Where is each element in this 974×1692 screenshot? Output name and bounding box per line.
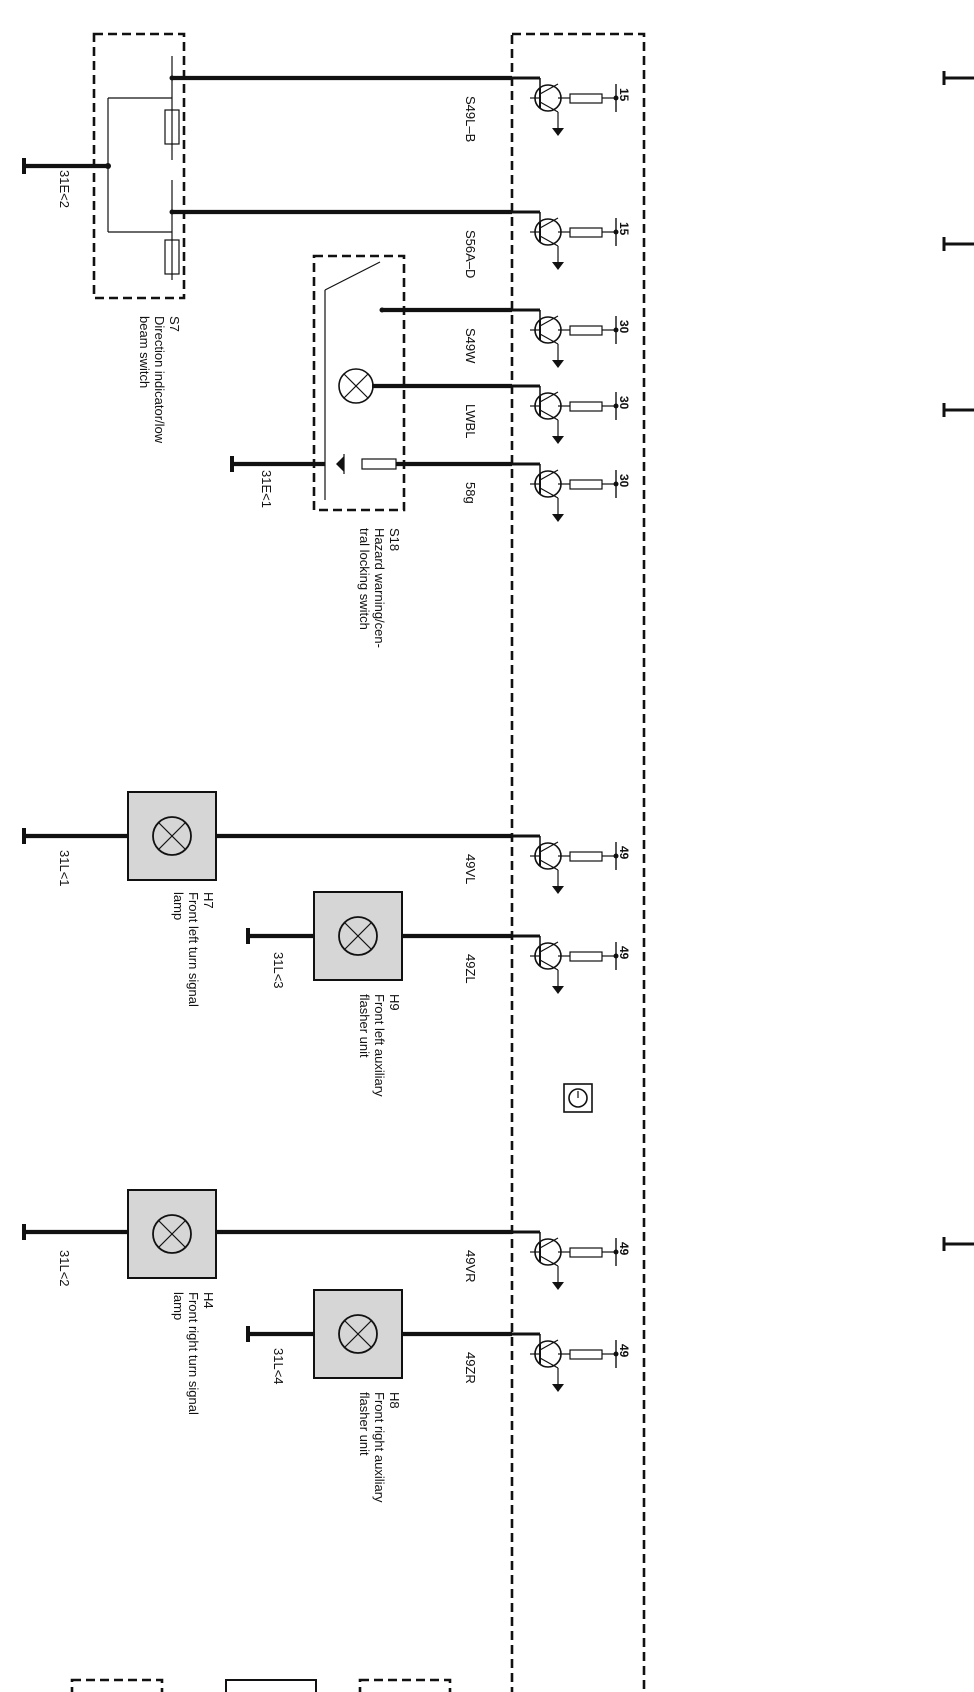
signal-name-5: 58g <box>463 482 478 504</box>
h9-id: H9 <box>387 994 402 1011</box>
h7-id: H7 <box>201 892 216 909</box>
lamp-h8 <box>313 1289 403 1379</box>
connector-h7-label: 31L<1 <box>57 850 72 887</box>
s18-desc-2: tral locking switch <box>357 528 372 630</box>
control-unit-box <box>510 32 646 1692</box>
output-stage-6 <box>512 834 619 894</box>
right-edge-markers <box>942 71 974 1251</box>
s18-id: S18 <box>387 528 402 551</box>
s7-desc-1: Direction indicator/low <box>152 316 167 444</box>
signal-pin-8: 49 <box>617 1242 631 1256</box>
lamp-h7 <box>127 791 217 881</box>
connector-s7-label: 31E<2 <box>57 170 72 208</box>
h4-id: H4 <box>201 1292 216 1309</box>
output-stage-8 <box>512 1230 619 1290</box>
h8-id: H8 <box>387 1392 402 1409</box>
output-stage-7 <box>512 934 619 994</box>
bottom-partial-boxes <box>70 1678 452 1692</box>
h9-desc-2: flasher unit <box>357 994 372 1058</box>
s18-switch-box <box>312 254 406 512</box>
output-stage-4 <box>512 384 619 444</box>
h4-desc-2: lamp <box>171 1292 186 1320</box>
output-stage-1 <box>512 76 619 136</box>
connector-h4-label: 31L<2 <box>57 1250 72 1287</box>
signal-name-8: 49VR <box>463 1250 478 1283</box>
output-stage-9 <box>512 1332 619 1392</box>
signal-pin-6: 49 <box>617 846 631 860</box>
signal-pin-1: 15 <box>617 88 631 102</box>
output-stage-5 <box>512 462 619 522</box>
signal-name-1: S49L–B <box>463 96 478 142</box>
signal-name-4: LWBL <box>463 404 478 438</box>
h9-desc-1: Front left auxiliary <box>372 994 387 1097</box>
h8-desc-2: flasher unit <box>357 1392 372 1456</box>
h7-desc-1: Front left turn signal <box>186 892 201 1007</box>
signal-name-3: S49W <box>463 328 478 364</box>
h8-desc-1: Front right auxiliary <box>372 1392 387 1503</box>
h7-desc-2: lamp <box>171 892 186 920</box>
s18-internals <box>324 261 397 500</box>
signal-name-7: 49ZL <box>463 954 478 984</box>
signal-pin-3: 30 <box>617 320 631 334</box>
signal-pin-2: 15 <box>617 222 631 236</box>
signal-pin-5: 30 <box>617 474 631 488</box>
connector-h9-label: 31L<3 <box>271 952 286 989</box>
s18-desc-1: Hazard warning/cen- <box>372 528 387 648</box>
lamp-h9 <box>313 891 403 981</box>
signal-name-6: 49VL <box>463 854 478 884</box>
signal-pin-7: 49 <box>617 946 631 960</box>
s7-desc-2: beam switch <box>137 316 152 388</box>
ecu-clock-icon <box>563 1083 593 1113</box>
signal-name-9: 49ZR <box>463 1352 478 1384</box>
output-stage-3 <box>512 308 619 368</box>
s7-internals <box>105 56 180 280</box>
signal-name-2: S56A–D <box>463 230 478 278</box>
signal-pin-9: 49 <box>617 1344 631 1358</box>
signal-pin-4: 30 <box>617 396 631 410</box>
lamp-h4 <box>127 1189 217 1279</box>
output-stage-2 <box>512 210 619 270</box>
signal-wires <box>24 75 512 1337</box>
ecu-output-stages <box>512 76 619 1392</box>
connector-s18-label: 31E<1 <box>259 470 274 508</box>
s7-id: S7 <box>167 316 182 332</box>
signal-labels: S49L–B15S56A–D15S49W30LWBL3058g3049VL494… <box>463 88 631 1384</box>
h4-desc-1: Front right turn signal <box>186 1292 201 1415</box>
connector-h8-label: 31L<4 <box>271 1348 286 1385</box>
